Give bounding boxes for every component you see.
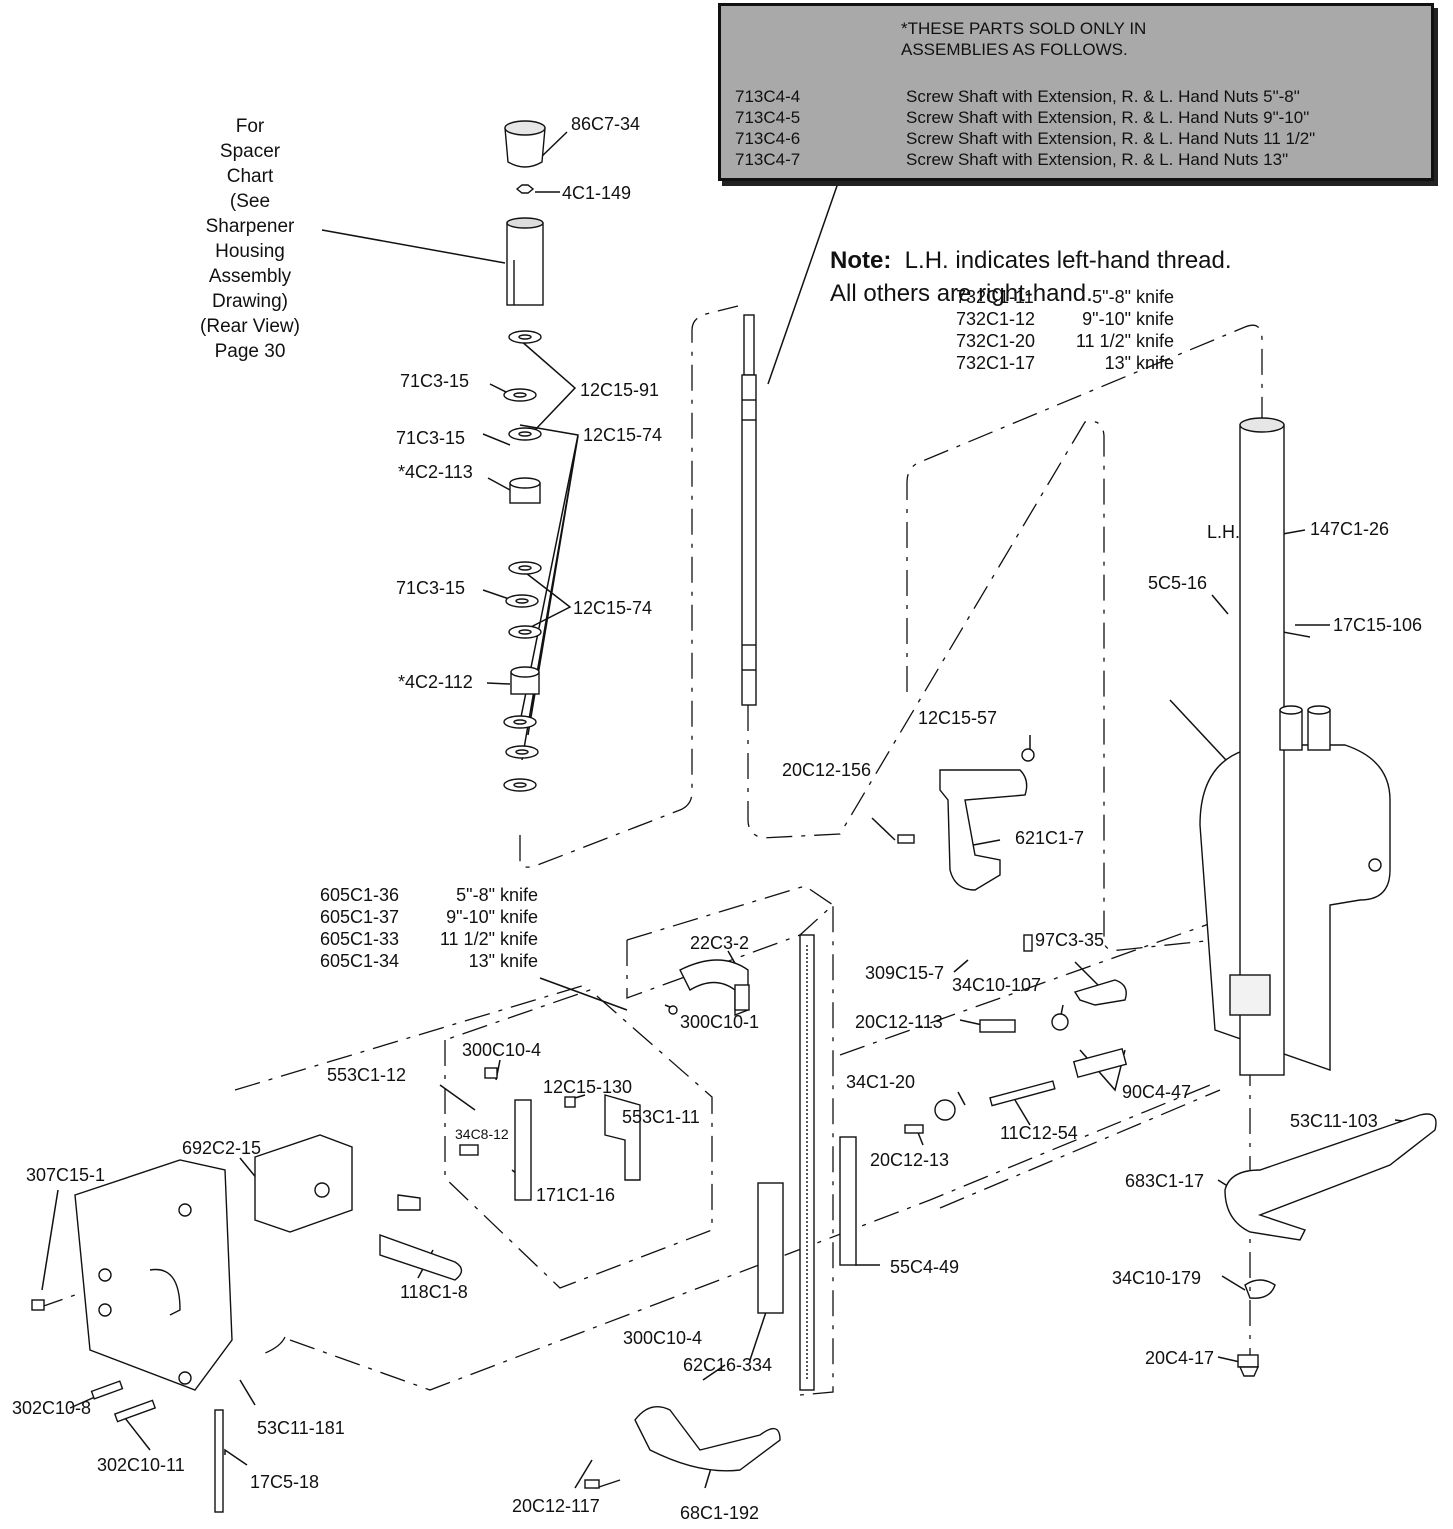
part-label: 86C7-34: [571, 114, 641, 134]
assembly-note-box: *THESE PARTS SOLD ONLY IN ASSEMBLIES AS …: [718, 3, 1434, 181]
part-label: 309C15-7: [865, 963, 945, 983]
part-label: 90C4-47: [1122, 1082, 1192, 1102]
part-label: 302C10-11: [97, 1455, 185, 1475]
part-label: 71C3-15: [396, 428, 466, 448]
part-label: 97C3-35: [1035, 930, 1105, 950]
part-label: L.H.: [1207, 522, 1241, 542]
part-label: 71C3-15: [396, 578, 466, 598]
part-label: 302C10-8: [12, 1398, 92, 1418]
part-label: 621C1-7: [1015, 828, 1085, 848]
part-label: 62C16-334: [683, 1355, 773, 1375]
part-label: 17C5-18: [250, 1472, 320, 1492]
part-label: 20C12-113: [855, 1012, 943, 1032]
part-label: 12C15-57: [918, 708, 998, 728]
part-label: 20C12-13: [870, 1150, 950, 1170]
part-label: 71C3-15: [400, 371, 470, 391]
part-label: 22C3-2: [690, 933, 750, 953]
part-label: 34C10-107: [952, 975, 1042, 995]
part-label: 53C11-103: [1290, 1111, 1378, 1131]
spacer-chart-note: For Spacer Chart (See Sharpener Housing …: [200, 116, 300, 362]
part-label: 12C15-74: [573, 598, 653, 618]
part-label: 683C1-17: [1125, 1171, 1205, 1191]
part-label: 11C12-54: [1000, 1123, 1078, 1143]
part-label: 553C1-12: [327, 1065, 407, 1085]
part-label: 307C15-1: [26, 1165, 106, 1185]
part-label: 12C15-91: [580, 380, 660, 400]
part-label: 4C1-149: [562, 183, 632, 203]
part-outlines: [31, 120, 1437, 1513]
part-label: 553C1-11: [622, 1107, 700, 1127]
part-label: 20C4-17: [1145, 1348, 1215, 1368]
thread-note: Note: L.H. indicates left-hand thread. A…: [830, 247, 1232, 307]
part-label: 34C10-179: [1112, 1268, 1202, 1288]
part-label: 300C10-1: [680, 1012, 760, 1032]
part-label: 692C2-15: [182, 1138, 262, 1158]
part-label: 12C15-130: [543, 1077, 633, 1097]
part-label: 147C1-26: [1310, 519, 1390, 539]
assembly-centerlines: [37, 305, 1263, 1491]
part-label: *4C2-112: [398, 672, 473, 692]
part-label: 300C10-4: [462, 1040, 542, 1060]
part-label: 34C8-12: [455, 1126, 509, 1142]
part-label: 17C15-106: [1333, 615, 1423, 635]
part-label: 5C5-16: [1148, 573, 1208, 593]
part-label: 34C1-20: [846, 1072, 916, 1092]
part-label: 12C15-74: [583, 425, 663, 445]
part-label: 20C12-117: [512, 1496, 600, 1516]
part-label: *4C2-113: [398, 462, 473, 482]
part-label: 55C4-49: [890, 1257, 960, 1277]
part-label: 20C12-156: [782, 760, 872, 780]
part-label: 68C1-192: [680, 1503, 760, 1523]
part-label: 171C1-16: [536, 1185, 616, 1205]
assembly-note-header: *THESE PARTS SOLD ONLY IN ASSEMBLIES AS …: [901, 19, 1147, 59]
part-label: 53C11-181: [257, 1418, 345, 1438]
part-label: 118C1-8: [400, 1282, 468, 1302]
part-label: 300C10-4: [623, 1328, 703, 1348]
